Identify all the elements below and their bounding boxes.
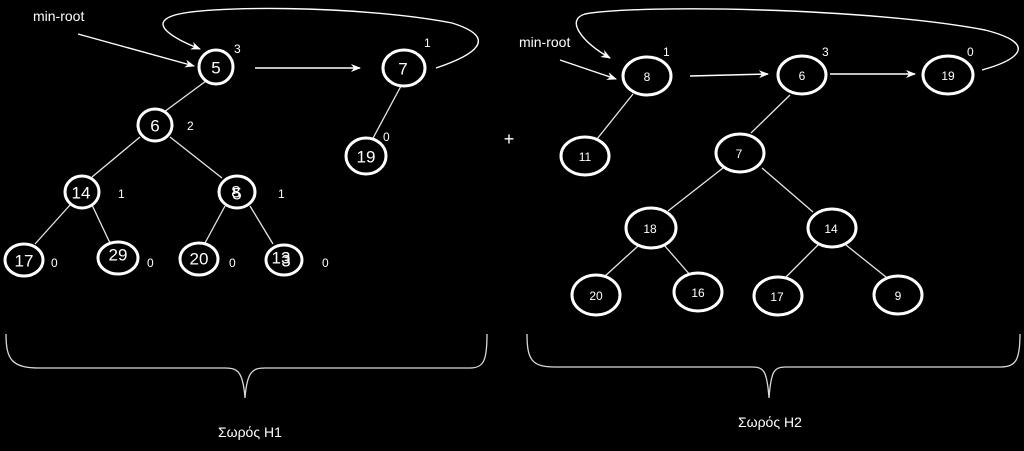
h1-node-19-degree: 0: [383, 130, 390, 144]
h1-node-6: 6 2: [136, 107, 194, 143]
h1-brace: [5, 333, 488, 399]
svg-text:19: 19: [941, 69, 955, 83]
svg-text:20: 20: [190, 250, 209, 269]
h1-root-list-wrap-arrow: [162, 7, 479, 69]
h2-root-list-wrap-arrow: [575, 8, 1019, 71]
h1-node-14: 14 1: [63, 174, 125, 210]
h2-node-19: 19 0: [921, 45, 975, 96]
h1-edge-7-19: [371, 85, 402, 141]
h1-edge-8-13: [249, 205, 274, 245]
h2-node-9: 9: [872, 274, 924, 316]
h1-edge-14-29: [91, 204, 111, 244]
svg-text:17: 17: [15, 252, 34, 271]
h2-edge-7-18: [667, 167, 724, 212]
h2-caption: Σωρός H2: [738, 414, 802, 430]
union-plus-sign: +: [504, 129, 515, 149]
svg-text:8: 8: [644, 70, 651, 84]
h1-node-8-degree: 1: [278, 187, 285, 201]
h2-node-7: 7: [714, 132, 766, 174]
heap-h2: min-root 8 1 6 3 19 0 1: [519, 8, 1021, 430]
svg-text:5: 5: [211, 59, 220, 78]
h1-caption: Σωρός H1: [218, 424, 282, 440]
h1-node-19: 19 0: [344, 130, 390, 176]
h2-edge-8-11: [596, 93, 634, 140]
h1-node-6-degree: 2: [187, 119, 194, 133]
svg-text:7: 7: [736, 147, 743, 161]
svg-text:29: 29: [109, 246, 128, 265]
svg-text:14: 14: [72, 184, 91, 203]
h2-node-11: 11: [559, 135, 611, 177]
h2-node-16: 16: [672, 271, 724, 313]
h1-node-7: 7 1: [381, 36, 431, 88]
h1-edge-14-17: [34, 204, 71, 245]
h2-node-14: 14: [806, 207, 858, 249]
h2-edge-14-9: [845, 244, 887, 278]
h2-brace: [526, 333, 1021, 399]
h1-node-20: 20 0: [178, 241, 236, 277]
h2-node-17: 17: [752, 275, 804, 317]
h1-edge-6-14: [91, 136, 141, 178]
h1-node-13: 13 3 0: [264, 243, 329, 277]
h2-node-8-degree: 1: [663, 45, 670, 59]
h1-node-29: 29 0: [96, 240, 154, 276]
h2-node-19-degree: 0: [967, 45, 974, 59]
h1-node-17: 17 0: [3, 242, 58, 278]
h2-node-20: 20: [570, 273, 622, 317]
h1-node-29-degree: 0: [147, 256, 154, 270]
h1-node-13-degree: 0: [322, 256, 329, 270]
h2-min-root-pointer-arrow: [559, 59, 617, 80]
h2-min-root-label: min-root: [519, 34, 570, 50]
svg-text:6: 6: [799, 69, 806, 83]
h1-edge-6-8: [169, 136, 223, 179]
svg-text:6: 6: [150, 117, 159, 136]
h1-node-8-overlay-digit: 5: [232, 185, 241, 204]
h2-edge-18-16: [663, 244, 692, 277]
h2-edge-14-17: [784, 244, 819, 279]
h1-min-root-pointer-arrow: [77, 33, 195, 68]
svg-text:13: 13: [272, 249, 291, 268]
svg-text:11: 11: [579, 150, 592, 164]
h2-edge-18-20: [603, 245, 639, 278]
heap-h1: min-root 5 3 7 1 6 2 19: [3, 7, 488, 440]
h1-node-5: 5 3: [197, 42, 241, 86]
svg-text:16: 16: [691, 286, 705, 300]
h2-node-8: 8 1: [621, 45, 673, 97]
svg-text:14: 14: [824, 222, 838, 236]
h1-edge-8-20: [204, 205, 226, 244]
svg-text:7: 7: [398, 60, 407, 79]
h1-node-17-degree: 0: [51, 256, 58, 270]
svg-text:9: 9: [895, 289, 902, 303]
svg-text:20: 20: [589, 289, 603, 303]
h2-edge-6-7: [750, 94, 791, 134]
svg-text:18: 18: [643, 222, 657, 236]
svg-text:8: 8: [231, 183, 240, 202]
h1-node-5-degree: 3: [234, 42, 241, 56]
h1-node-13-overlay-digit: 3: [281, 252, 290, 271]
h1-node-8: 8 5 1: [217, 174, 285, 210]
h2-root-list-arrow-8-6: [689, 70, 769, 79]
h2-node-6-degree: 3: [822, 45, 829, 59]
h1-node-7-degree: 1: [424, 36, 431, 50]
h2-node-18: 18: [624, 206, 678, 250]
h1-node-20-degree: 0: [229, 256, 236, 270]
svg-text:17: 17: [770, 290, 784, 304]
h1-edge-5-6: [163, 80, 207, 113]
h1-min-root-label: min-root: [33, 8, 84, 24]
h2-node-6: 6 3: [776, 45, 829, 96]
svg-text:19: 19: [357, 148, 376, 167]
h1-node-14-degree: 1: [118, 187, 125, 201]
h2-edge-7-14: [761, 167, 814, 213]
